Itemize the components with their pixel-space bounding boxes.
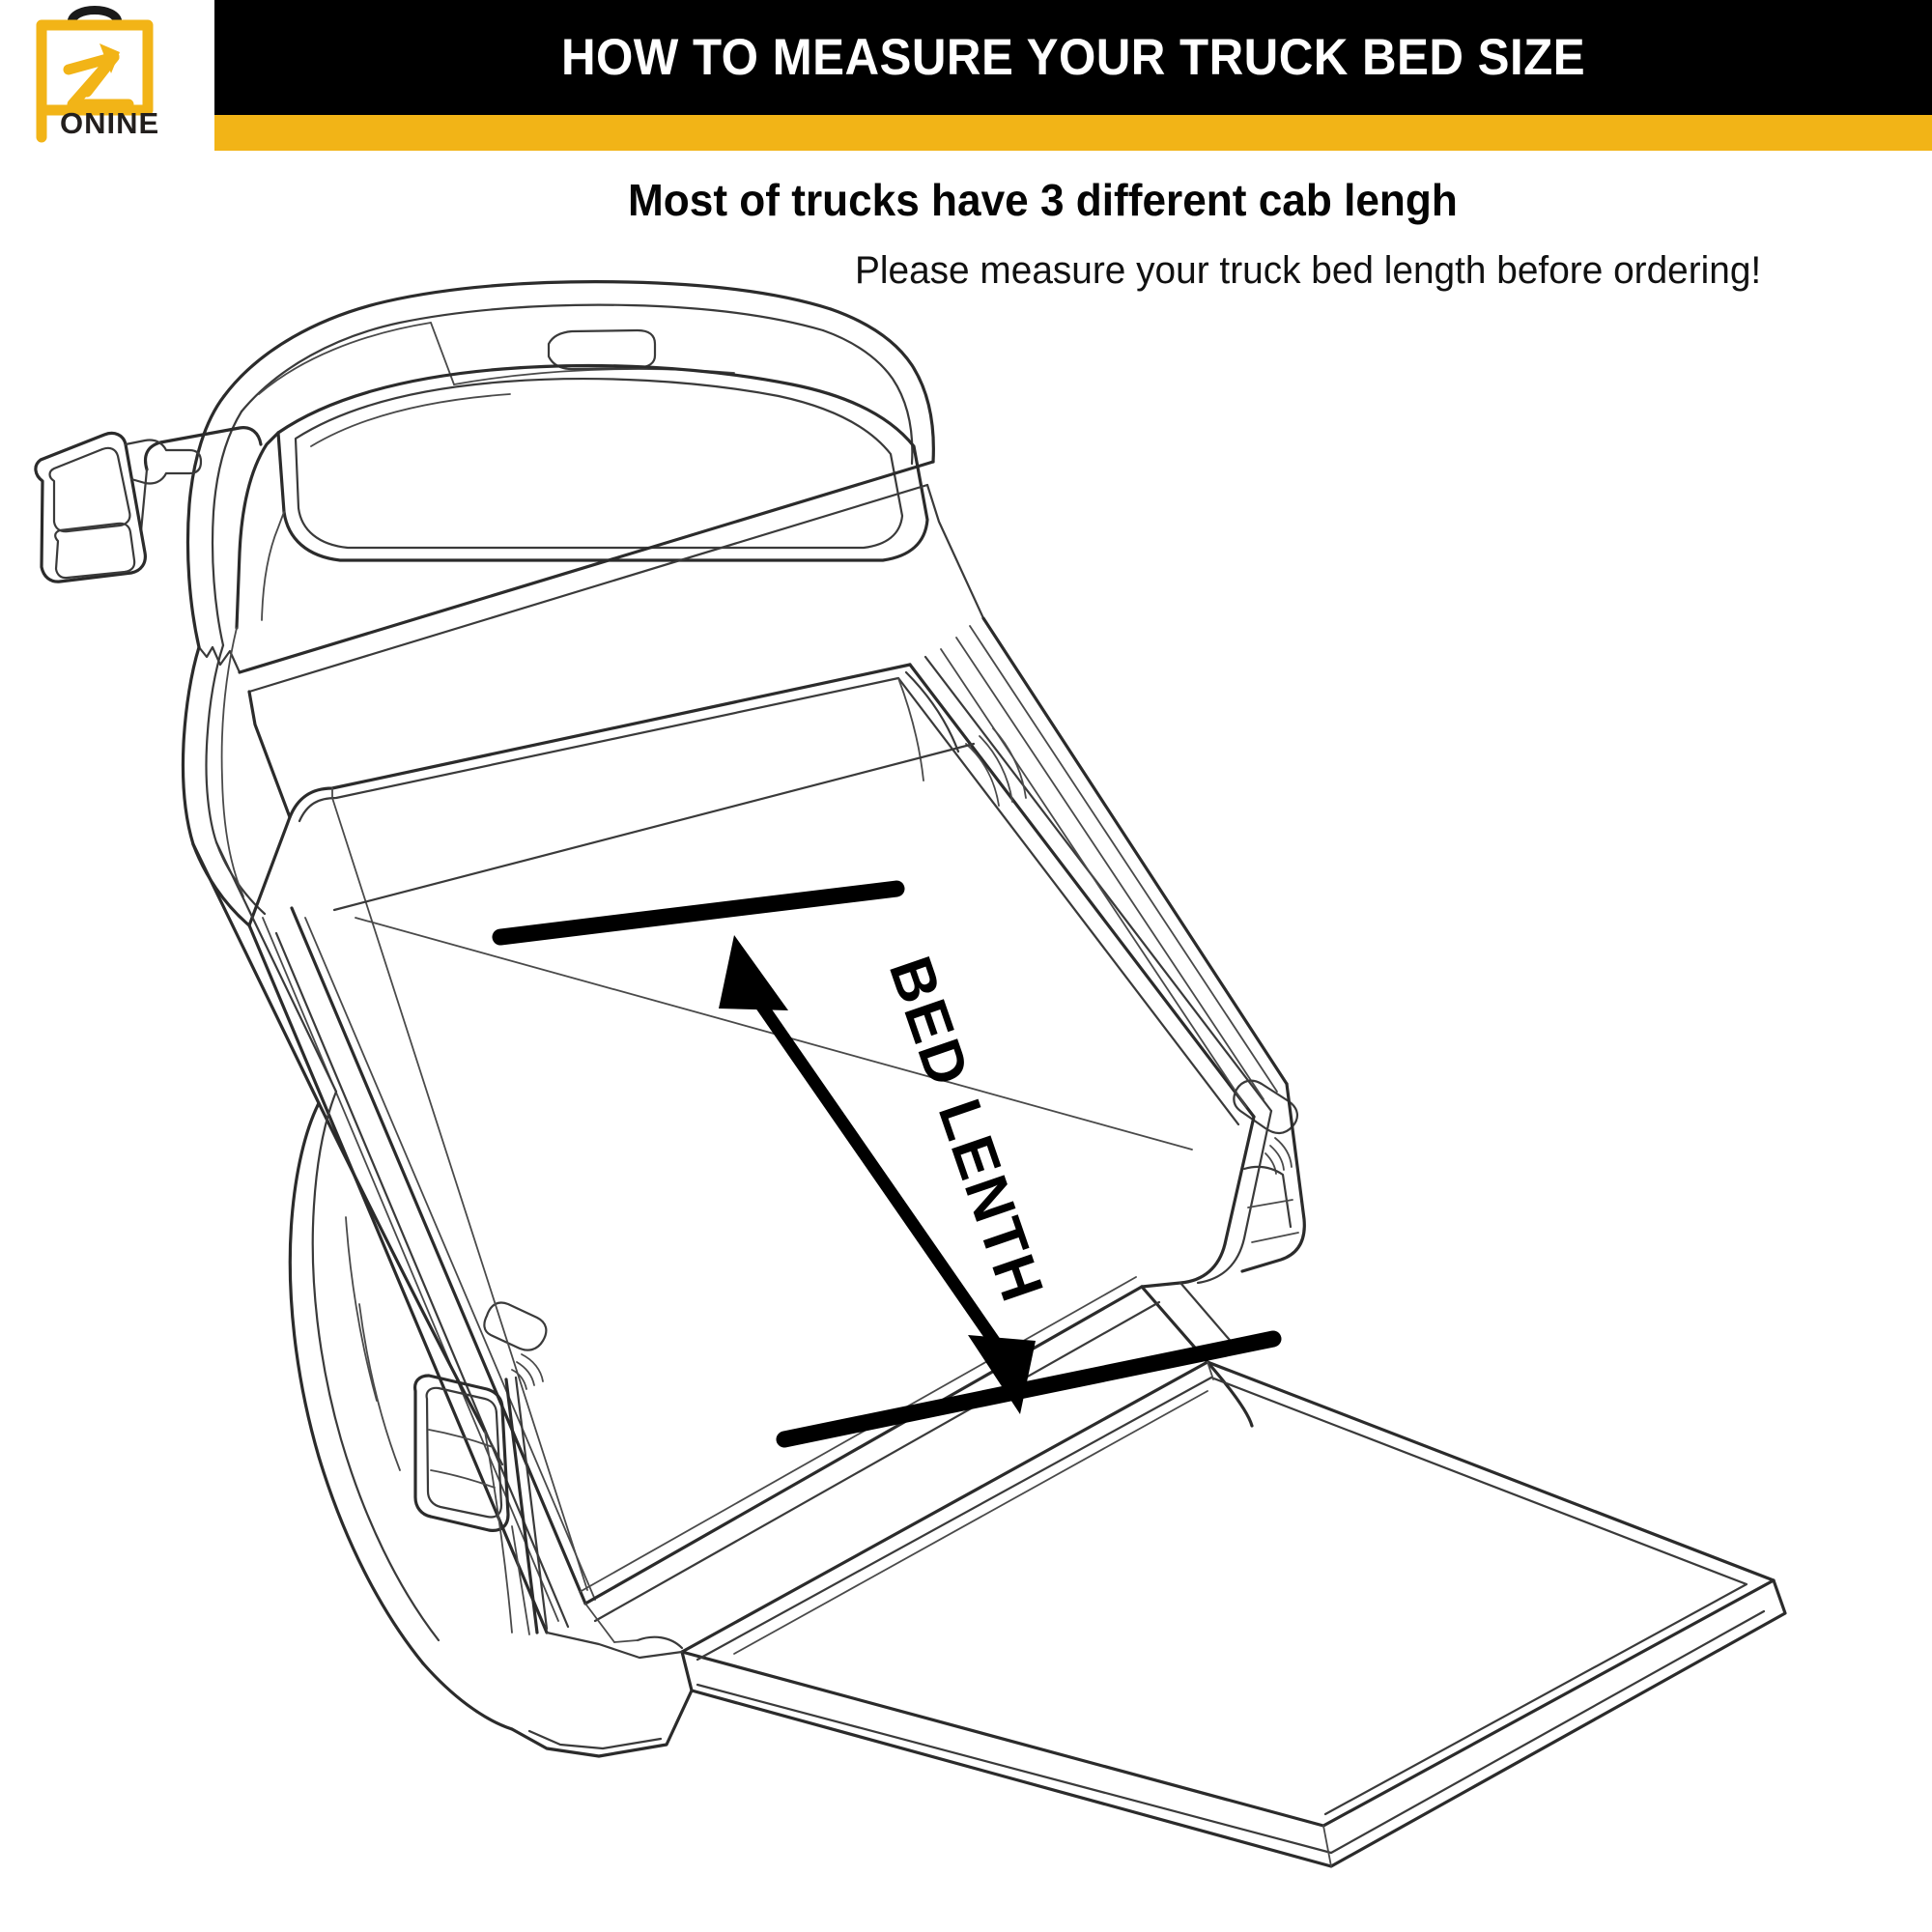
header-bar (214, 0, 1932, 115)
brand-logo: ONINE (17, 2, 182, 149)
bed-length-arrow-head-bottom (968, 1335, 1036, 1414)
instruction-text: Please measure your truck bed length bef… (855, 249, 1762, 292)
bed-length-arrow-head-top (719, 935, 788, 1010)
bed-length-arrow-shaft (746, 987, 1010, 1360)
page-title: HOW TO MEASURE YOUR TRUCK BED SIZE (560, 29, 1586, 86)
header-accent-stripe (214, 115, 1932, 151)
rear-bed-edge-marker (776, 1330, 1282, 1448)
brand-wordmark: ONINE (60, 106, 160, 140)
bed-length-label: BED LENTH (876, 949, 1057, 1311)
front-bed-edge-marker (492, 880, 905, 946)
truck-bed-diagram: BED LENTH (0, 242, 1932, 1932)
headline-text: Most of trucks have 3 different cab leng… (628, 175, 1458, 225)
